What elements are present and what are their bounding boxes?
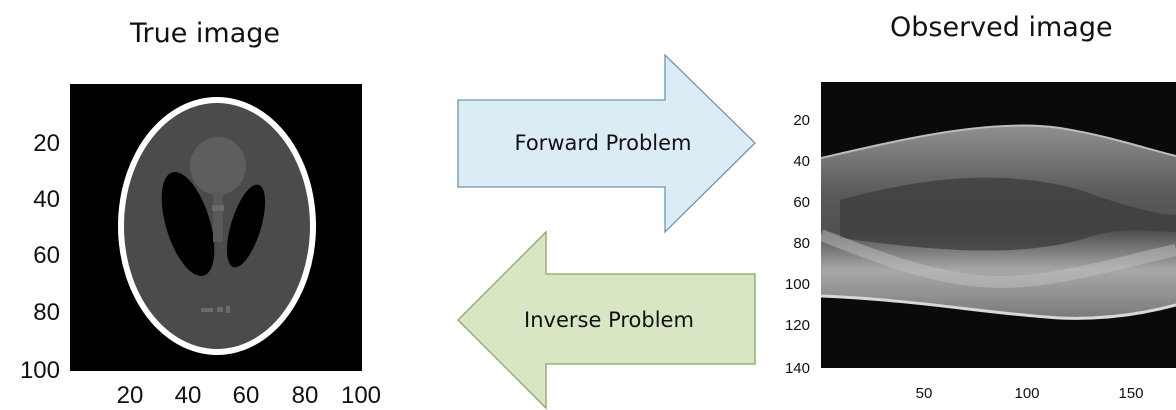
x-tick-label: 40 — [175, 382, 202, 409]
y-tick-label: 60 — [33, 242, 60, 269]
forward-arrow: Forward Problem — [457, 53, 756, 234]
x-tick-label: 100 — [341, 382, 381, 409]
phantom-small-dot — [212, 205, 224, 211]
inverse-arrow-shape — [457, 230, 756, 410]
forward-arrow-shape — [457, 53, 756, 234]
observed-image-plot: 20 40 60 80 100 120 140 50 100 150 — [785, 82, 1176, 402]
x-tick-label: 100 — [1014, 385, 1039, 402]
phantom-small-dot — [217, 307, 223, 312]
y-tick-label: 40 — [33, 186, 60, 213]
sinogram-bright-edge — [821, 124, 1176, 159]
y-tick-label: 60 — [793, 194, 810, 211]
x-tick-label: 150 — [1118, 385, 1143, 402]
x-tick-label: 20 — [117, 382, 144, 409]
x-tick-label: 80 — [292, 382, 319, 409]
true-image-title: True image — [130, 18, 281, 49]
y-tick-label: 20 — [33, 130, 60, 157]
observed-image-title: Observed image — [890, 12, 1113, 43]
y-tick-label: 120 — [785, 317, 810, 334]
true-image-plot: 20 40 60 80 100 20 40 60 80 100 — [20, 84, 381, 409]
y-tick-label: 40 — [793, 153, 810, 170]
inverse-arrow-label: Inverse Problem — [524, 308, 694, 332]
inverse-arrow: Inverse Problem — [457, 230, 756, 410]
y-tick-label: 20 — [793, 112, 810, 129]
phantom-neck — [213, 192, 223, 242]
phantom-left-lobe — [161, 171, 215, 277]
sinogram-bright-edge — [821, 294, 1176, 320]
y-tick-label: 100 — [785, 276, 810, 293]
x-tick-label: 60 — [233, 382, 260, 409]
y-tick-label: 100 — [20, 357, 60, 384]
phantom-right-lobe — [226, 184, 266, 268]
sinogram-dark-center — [840, 177, 1176, 251]
x-tick-label: 50 — [916, 385, 933, 402]
phantom-upper-blob — [190, 137, 246, 195]
phantom-small-dot — [226, 306, 230, 313]
sinogram-bright-band — [821, 229, 1176, 289]
phantom-small-dot — [201, 308, 213, 312]
forward-arrow-label: Forward Problem — [515, 131, 692, 155]
y-tick-label: 140 — [785, 360, 810, 377]
y-tick-label: 80 — [33, 299, 60, 326]
y-tick-label: 80 — [793, 235, 810, 252]
